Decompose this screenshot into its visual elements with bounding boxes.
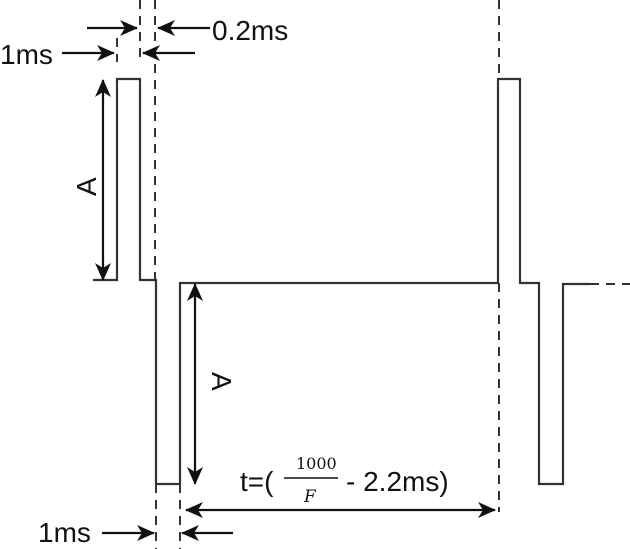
amplitude-negative-label: A	[206, 372, 237, 391]
interval-formula: t=( 1000 F - 2.2ms)	[240, 454, 449, 507]
svg-text:- 2.2ms): - 2.2ms)	[346, 466, 449, 497]
gap-label: 0.2ms	[212, 15, 288, 46]
pulse-width-bottom-label: 1ms	[38, 517, 91, 548]
svg-text:1000: 1000	[296, 454, 337, 473]
amplitude-positive-label: A	[71, 177, 102, 196]
pulse-width-top-label: 1ms	[0, 39, 53, 70]
waveform	[93, 77, 590, 486]
svg-text:t=(: t=(	[240, 466, 274, 497]
svg-text:F: F	[303, 487, 317, 507]
